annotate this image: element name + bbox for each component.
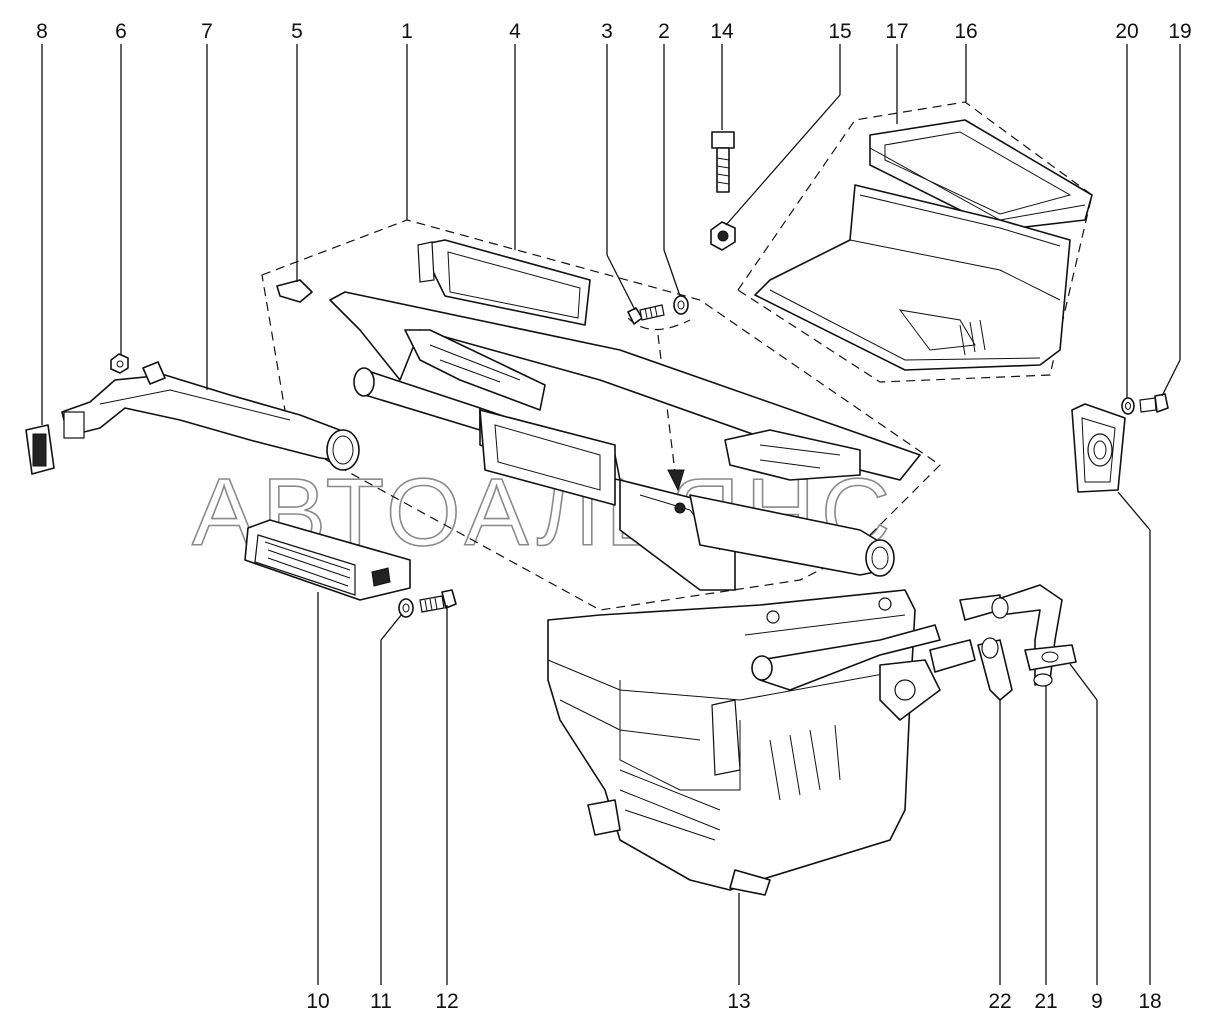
assembly-arrow-head (667, 469, 685, 492)
part-2-washer (673, 295, 689, 315)
callout-3: 3 (601, 20, 613, 43)
callout-14: 14 (710, 20, 734, 43)
callout-8: 8 (36, 20, 48, 43)
part-3-screw (627, 304, 665, 325)
group-outline-16 (737, 101, 1093, 383)
part-14-bolt (711, 131, 735, 193)
leader-lines-bottom (317, 491, 1151, 985)
part-16-filter-housing (754, 184, 1071, 371)
callout-15: 15 (828, 20, 851, 43)
callout-11: 11 (370, 990, 392, 1013)
callout-10: 10 (306, 990, 329, 1013)
part-11-washer (398, 598, 414, 618)
callout-12: 12 (435, 990, 458, 1013)
callouts-bottom: 10 11 12 13 22 21 9 18 (306, 990, 1161, 1013)
part-4-flap (417, 239, 591, 326)
part-19-screw (1139, 393, 1169, 413)
callout-13: 13 (727, 990, 750, 1013)
part-1-distributor-panel (329, 291, 921, 591)
callout-20: 20 (1115, 20, 1138, 43)
callout-2: 2 (658, 20, 670, 43)
heater-tap-valve (751, 594, 1001, 721)
part-7-air-duct (61, 361, 360, 471)
part-5-clip (276, 279, 313, 303)
callout-9: 9 (1091, 990, 1103, 1013)
part-10-vent-nozzle (244, 519, 411, 601)
callouts-top: 8 6 7 5 1 4 3 2 14 15 17 16 20 19 (36, 20, 1192, 43)
callout-4: 4 (509, 20, 521, 43)
part-9-hose-clamp (1024, 644, 1077, 671)
callout-1: 1 (401, 20, 413, 43)
callout-22: 22 (988, 990, 1011, 1013)
assembly-arrow-line (657, 334, 677, 481)
leader-lines (41, 44, 1181, 425)
part-18-gasket-plate (1071, 403, 1126, 493)
callout-19: 19 (1168, 20, 1191, 43)
callout-16: 16 (954, 20, 977, 43)
callout-5: 5 (291, 20, 303, 43)
part-6-nut (110, 353, 129, 374)
part-8-grille (25, 424, 55, 475)
callout-17: 17 (885, 20, 908, 43)
part-15-nut (710, 221, 736, 251)
part-20-washer (1121, 397, 1135, 415)
part-22-hose (977, 637, 1013, 701)
callout-21: 21 (1034, 990, 1057, 1013)
part-12-screw (419, 589, 457, 613)
callout-18: 18 (1138, 990, 1161, 1013)
callout-7: 7 (201, 20, 213, 43)
part-13-heater-housing (547, 589, 916, 896)
callout-6: 6 (115, 20, 127, 43)
